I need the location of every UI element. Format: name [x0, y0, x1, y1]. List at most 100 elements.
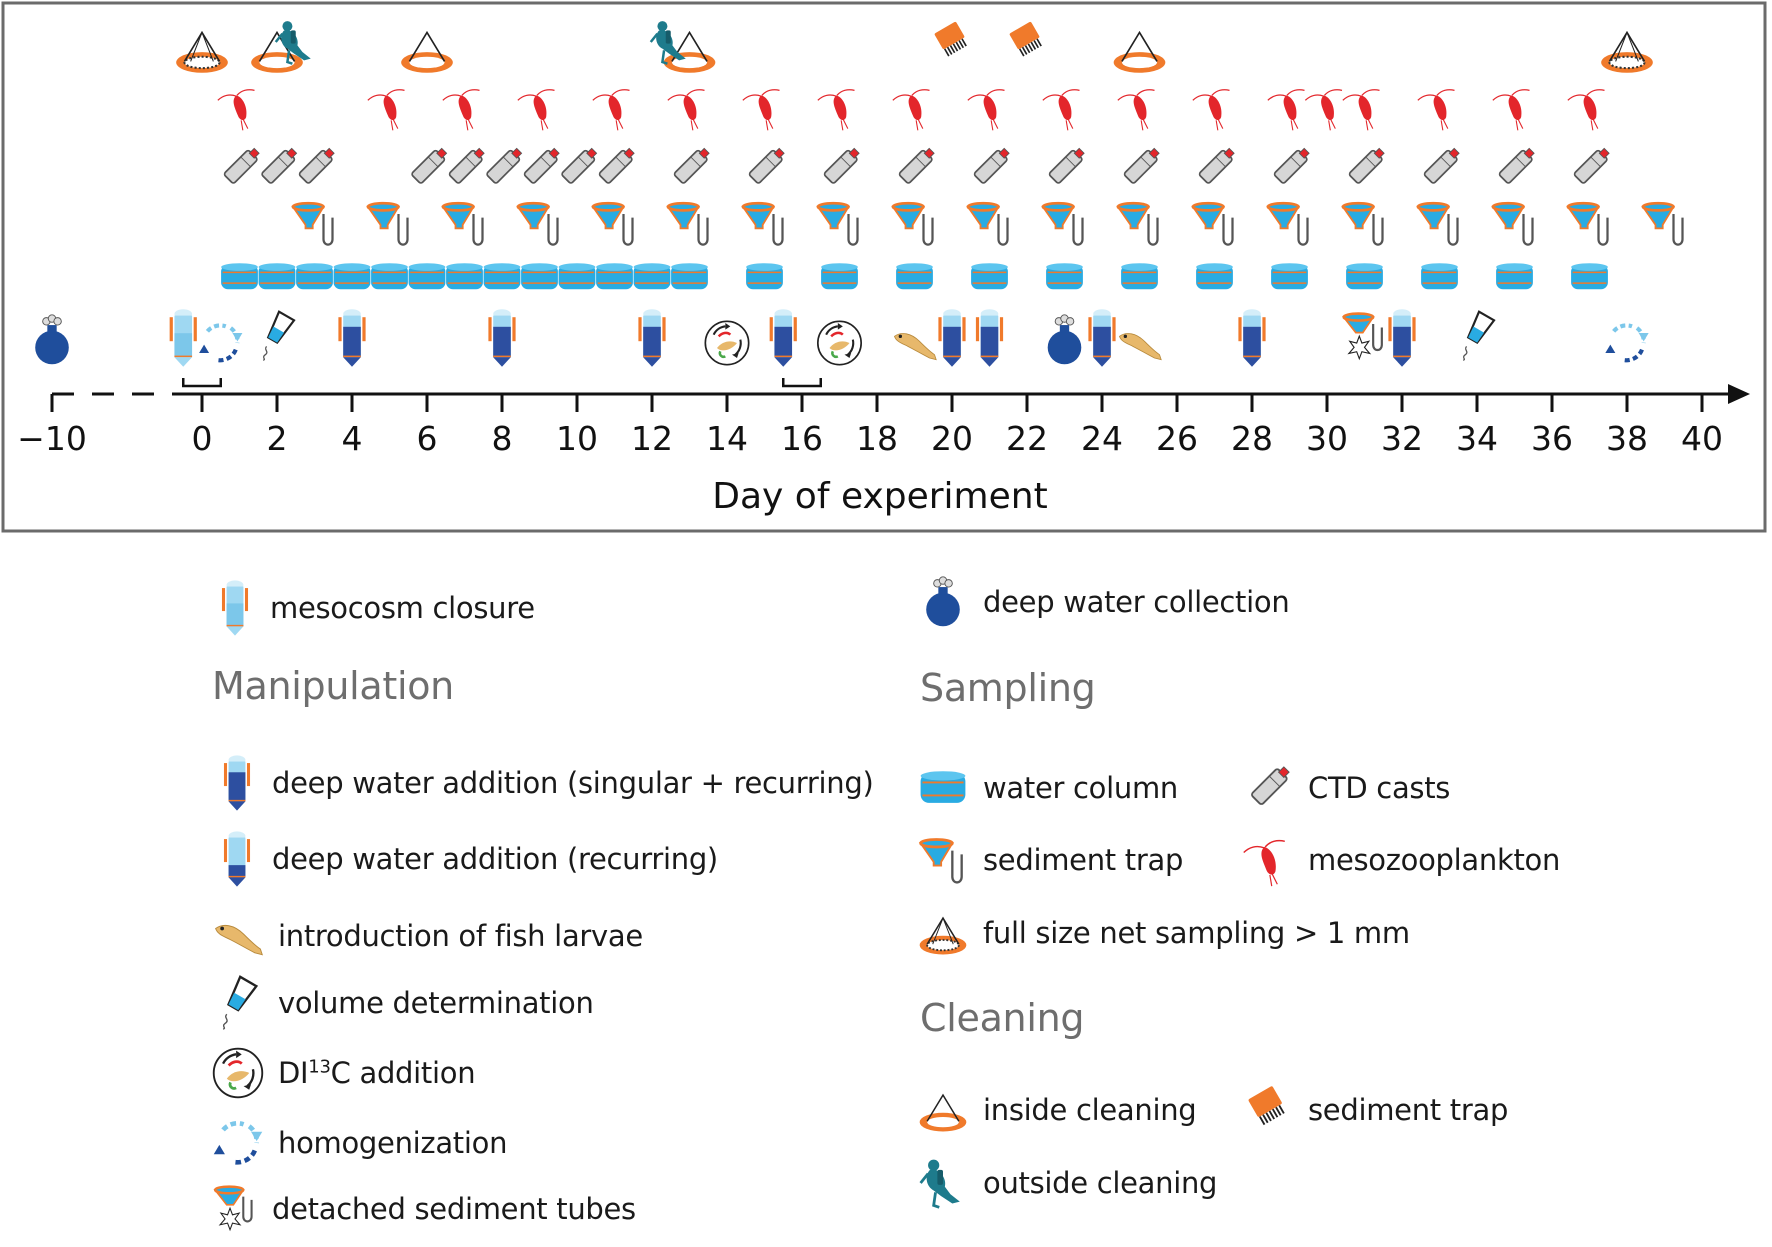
- legend-fish-larvae: introduction of fish larvae: [210, 908, 643, 964]
- ctd-cast-icon: [222, 145, 263, 185]
- homogenization-icon: [1605, 325, 1648, 360]
- legend-label: volume determination: [278, 986, 594, 1020]
- legend-label: mesocosm closure: [270, 591, 535, 625]
- timeline-marks: [34, 19, 1684, 388]
- water-column-icon: [520, 262, 559, 291]
- deep-water-addition-icon: [338, 309, 366, 367]
- tick-label: 26: [1156, 419, 1198, 458]
- di13c-superscript: 13: [308, 1056, 331, 1078]
- mesozooplankton-icon: [1117, 89, 1156, 131]
- sediment-trap-icon: [366, 201, 409, 246]
- tick-label: 22: [1006, 419, 1048, 458]
- tick-label: 32: [1381, 419, 1423, 458]
- ctd-cast-icon: [897, 145, 938, 185]
- brush-icon: [1008, 20, 1043, 57]
- water-column-icon: [1195, 262, 1234, 291]
- mesozooplankton-icon: [1192, 89, 1231, 131]
- ctd-cast-icon: [822, 145, 863, 185]
- fish-larvae-icon: [210, 908, 266, 964]
- mesozooplankton-icon: [1342, 89, 1381, 131]
- tick-label: 0: [192, 419, 213, 458]
- timeline-chart: −100246810121416182022242628303234363840…: [1, 1, 1767, 533]
- legend-label: inside cleaning: [983, 1093, 1197, 1127]
- tick-label: −10: [17, 419, 87, 458]
- legend-mesozooplankton: mesozooplankton: [1240, 832, 1560, 888]
- water-column-icon: [1570, 262, 1609, 291]
- diver-icon: [915, 1155, 971, 1211]
- legend-sediment-trap: sediment trap: [915, 832, 1183, 888]
- deep-water-addition-icon: [1088, 309, 1116, 367]
- water-column-icon: [1120, 262, 1159, 291]
- mesocosm-closure-icon: [169, 309, 197, 367]
- tick-label: 20: [931, 419, 973, 458]
- sediment-trap-icon: [666, 201, 709, 246]
- water-column-icon: [632, 262, 672, 291]
- legend-label: mesozooplankton: [1308, 843, 1561, 877]
- tick-label: 12: [631, 419, 673, 458]
- sediment-trap-icon: [1566, 201, 1609, 246]
- ctd-cast-icon: [260, 145, 300, 185]
- ctd-cast-icon: [1347, 145, 1388, 185]
- ctd-cast-icon: [1197, 145, 1238, 185]
- mesozooplankton-icon: [592, 89, 631, 131]
- sediment-trap-icon: [816, 201, 859, 246]
- legend-label: deep water addition (recurring): [272, 842, 718, 876]
- legend-label: deep water addition (singular + recurrin…: [272, 766, 874, 800]
- tick-label: 38: [1606, 419, 1648, 458]
- ctd-cast-icon: [297, 145, 338, 185]
- deep-water-collection-icon: [34, 314, 70, 365]
- ctd-cast-icon: [522, 145, 563, 185]
- deep-water-addition-icon: [638, 309, 666, 367]
- tick-label: 16: [781, 419, 823, 458]
- water-column-icon: [257, 262, 297, 291]
- water-column-icon: [595, 262, 634, 291]
- tick-label: 10: [556, 419, 598, 458]
- legend-ctd-casts: CTD casts: [1240, 760, 1450, 816]
- legend-sediment-trap-cleaning: sediment trap: [1240, 1082, 1508, 1138]
- sediment-trap-icon: [1641, 201, 1684, 246]
- water-column-icon: [557, 262, 597, 291]
- deep-water-addition-icon: [769, 309, 797, 367]
- ctd-cast-icon: [972, 145, 1013, 185]
- tick-label: 40: [1681, 419, 1723, 458]
- ctd-cast-icon: [1047, 145, 1088, 185]
- ctd-cast-icon: [1572, 145, 1613, 185]
- legend-label: sediment trap: [983, 843, 1184, 877]
- deep-water-addition-dark-icon: [214, 752, 260, 814]
- tick-label: 8: [492, 419, 513, 458]
- cleaning-heading: Cleaning: [920, 996, 1085, 1040]
- legend-label: introduction of fish larvae: [278, 919, 643, 953]
- legend-label: full size net sampling > 1 mm: [983, 916, 1410, 950]
- water-column-icon: [295, 262, 334, 291]
- legend-label: DI13C addition: [278, 1056, 476, 1090]
- deep-water-collection-icon: [915, 574, 971, 630]
- ctd-cast-icon: [672, 145, 713, 185]
- mesozooplankton-icon: [1267, 89, 1306, 131]
- ctd-cast-icon: [560, 145, 600, 185]
- sediment-trap-icon: [891, 201, 934, 246]
- legend-label: CTD casts: [1308, 771, 1451, 805]
- deep-water-addition-icon: [1238, 309, 1266, 367]
- ctd-cast-icon: [1272, 145, 1313, 185]
- sediment-trap-icon: [966, 201, 1009, 246]
- water-column-icon: [1045, 262, 1084, 291]
- tick-label: 4: [342, 419, 363, 458]
- mesozooplankton-icon: [667, 89, 706, 131]
- brush-icon: [933, 20, 968, 57]
- mesozooplankton-icon: [517, 89, 556, 131]
- sediment-trap-icon: [1491, 201, 1534, 246]
- tick-label: 24: [1081, 419, 1123, 458]
- legend-deep-water-addition-sr: deep water addition (singular + recurrin…: [214, 752, 874, 814]
- water-column-icon: [407, 262, 447, 291]
- full-size-net-icon: [915, 905, 971, 961]
- di13c-addition-icon: [210, 1045, 266, 1101]
- sediment-trap-icon: [1341, 201, 1384, 246]
- axis-title: Day of experiment: [712, 476, 1047, 517]
- net-sampling-icon: [175, 31, 229, 74]
- deep-water-addition-icon: [488, 309, 516, 367]
- inside-cleaning-icon: [400, 31, 454, 74]
- mesozooplankton-icon: [367, 89, 406, 131]
- di13c-addition-icon: [704, 320, 750, 366]
- volume-determination-icon: [262, 310, 296, 362]
- legend-label: homogenization: [278, 1126, 508, 1160]
